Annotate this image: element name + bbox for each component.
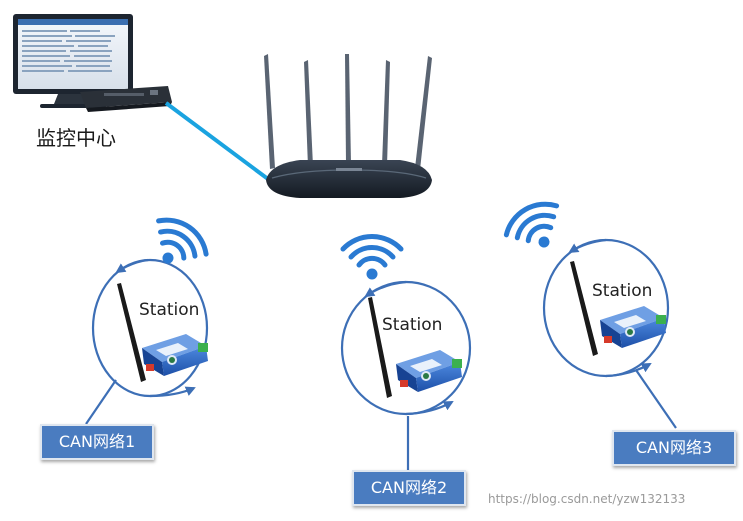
station-label-3: Station bbox=[592, 281, 653, 301]
station-ring-3 bbox=[542, 238, 670, 378]
connector-line-1 bbox=[85, 379, 117, 425]
connector-line-3 bbox=[635, 369, 677, 429]
antenna-icon bbox=[117, 261, 598, 398]
router-icon bbox=[264, 54, 432, 198]
can-network-label-3: CAN网络3 bbox=[612, 430, 736, 466]
network-link bbox=[164, 101, 270, 181]
station-label-2: Station bbox=[382, 315, 443, 335]
watermark-text: https://blog.csdn.net/yzw132133 bbox=[488, 492, 686, 506]
station-ring-2 bbox=[340, 280, 472, 416]
monitoring-center-label: 监控中心 bbox=[36, 126, 116, 150]
station-label-1: Station bbox=[139, 300, 200, 320]
can-device-icon bbox=[142, 334, 208, 376]
can-network-label-2: CAN网络2 bbox=[352, 470, 466, 506]
wifi-icon bbox=[500, 195, 572, 261]
can-device-icon bbox=[396, 350, 462, 392]
wifi-icon bbox=[343, 237, 401, 280]
can-device-icon bbox=[600, 306, 666, 348]
station-ring-1 bbox=[91, 258, 209, 398]
computer-icon bbox=[13, 14, 172, 112]
can-network-label-1: CAN网络1 bbox=[40, 424, 154, 460]
